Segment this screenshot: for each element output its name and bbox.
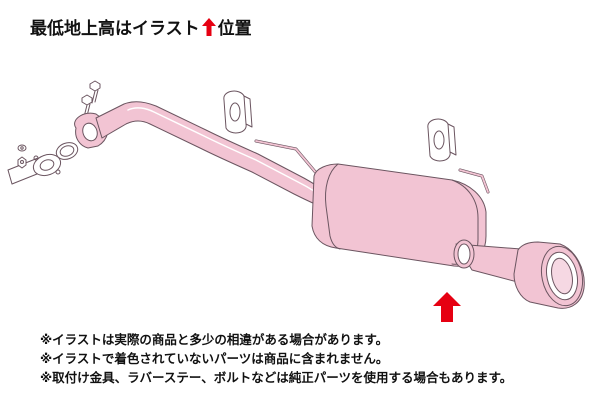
washer-icon <box>17 144 27 152</box>
title-suffix: 位置 <box>217 19 252 39</box>
red-up-arrow-icon <box>201 17 216 36</box>
main-pipe <box>95 101 331 211</box>
note-item: ※取付け金具、ラバーステー、ボルトなどは純正パーツを使用する場合もあります。 <box>40 370 513 385</box>
title-prefix: 最低地上高はイラスト <box>30 19 200 39</box>
clearance-title: 最低地上高はイラスト 位置 <box>30 14 252 39</box>
rubber-hanger-left <box>223 90 253 134</box>
muffler-body <box>311 163 487 267</box>
factory-flange <box>32 153 62 177</box>
note-item: ※イラストは実際の商品と多少の相違がある場合があります。 <box>40 332 389 347</box>
note-item: ※イラストで着色されていないパーツは商品に含まれません。 <box>40 351 389 366</box>
bolt-icon <box>81 80 101 118</box>
notes-block: ※イラストは実際の商品と多少の相違がある場合があります。 ※イラストで着色されて… <box>40 330 512 387</box>
gasket <box>55 142 79 160</box>
clearance-marker-arrow <box>433 292 461 322</box>
nut-icon <box>17 156 27 169</box>
rubber-hanger-right <box>427 118 457 162</box>
muffler-assembly <box>74 101 585 309</box>
